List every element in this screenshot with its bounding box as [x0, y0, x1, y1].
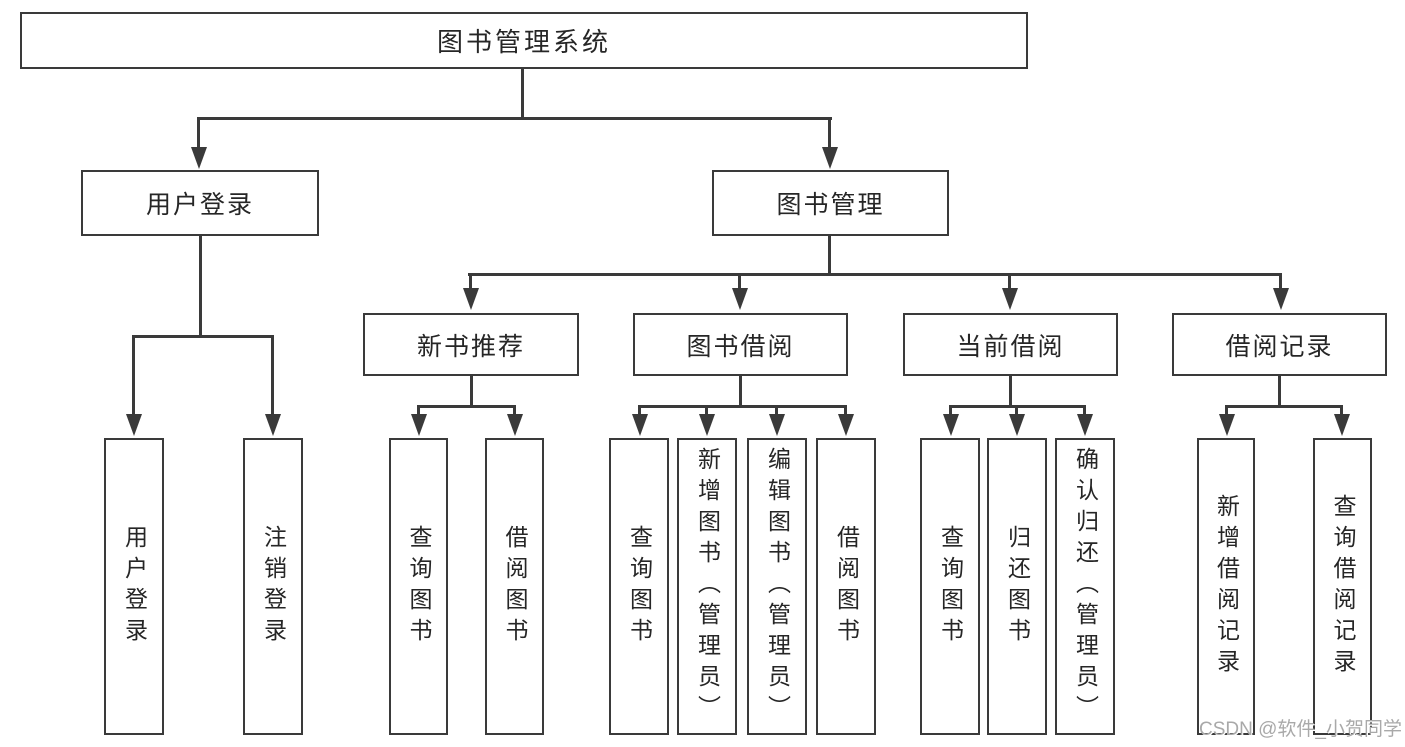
- arrowhead-down-icon: [410, 414, 427, 436]
- connector-arm: [949, 405, 952, 417]
- arrowhead-down-icon: [942, 414, 959, 436]
- arrowhead-down-icon: [125, 414, 142, 436]
- connector-arm: [705, 405, 708, 417]
- connector-records-stem: [1278, 376, 1281, 407]
- connector-records-branch: [1225, 405, 1343, 408]
- node-book-management-branch: 图书管理: [712, 170, 949, 236]
- connector-userlogin-branch: [133, 335, 274, 338]
- leaf-query-books-2: 查询图书: [609, 438, 669, 735]
- arrowhead-down-icon: [631, 414, 648, 436]
- leaf-query-books-1: 查询图书: [389, 438, 448, 735]
- node-current-borrowing: 当前借阅: [903, 313, 1118, 376]
- arrowhead-down-icon: [837, 414, 854, 436]
- arrowhead-down-icon: [264, 414, 281, 436]
- csdn-watermark: CSDN @软件_小贺同学: [1199, 719, 1402, 740]
- connector-arm-user-login: [197, 117, 200, 150]
- leaf-edit-books-admin: 编辑图书（管理员）: [747, 438, 807, 735]
- connector-bookborrow-branch: [638, 405, 847, 408]
- connector-newbook-branch: [417, 405, 515, 408]
- connector-arm: [844, 405, 847, 417]
- connector-bookborrow-stem: [739, 376, 742, 407]
- leaf-borrow-books-2: 借阅图书: [816, 438, 876, 735]
- connector-root-stem: [521, 69, 524, 119]
- connector-arm: [775, 405, 778, 417]
- node-book-borrowing: 图书借阅: [633, 313, 848, 376]
- node-root-library-system: 图书管理系统: [20, 12, 1028, 69]
- connector-arm: [638, 405, 641, 417]
- arrowhead-down-icon: [506, 414, 523, 436]
- arrowhead-down-icon: [190, 147, 207, 169]
- arrowhead-down-icon: [731, 288, 748, 310]
- leaf-add-books-admin: 新增图书（管理员）: [677, 438, 737, 735]
- leaf-confirm-return-admin: 确认归还（管理员）: [1055, 438, 1115, 735]
- node-new-book-recommend: 新书推荐: [363, 313, 579, 376]
- arrowhead-down-icon: [821, 147, 838, 169]
- leaf-query-books-3: 查询图书: [920, 438, 980, 735]
- arrowhead-down-icon: [1008, 414, 1025, 436]
- connector-userlogin-stem: [199, 236, 202, 337]
- arrowhead-down-icon: [1001, 288, 1018, 310]
- arrowhead-down-icon: [1218, 414, 1235, 436]
- leaf-query-borrow-record: 查询借阅记录: [1313, 438, 1372, 735]
- connector-arm: [1015, 405, 1018, 417]
- connector-newbook-stem: [469, 376, 473, 407]
- connector-arm: [417, 405, 420, 417]
- connector-arm-borrow-records: [1279, 273, 1282, 290]
- connector-arm-book-mgmt: [828, 117, 831, 150]
- connector-bookmgmt-branch: [468, 273, 1282, 276]
- connector-arm-book-borrow: [738, 273, 741, 290]
- connector-bookmgmt-stem: [828, 236, 831, 275]
- connector-arm-login: [132, 335, 135, 415]
- leaf-add-borrow-record: 新增借阅记录: [1197, 438, 1255, 735]
- arrowhead-down-icon: [462, 288, 479, 310]
- arrowhead-down-icon: [698, 414, 715, 436]
- connector-root-branch: [197, 117, 832, 120]
- arrowhead-down-icon: [1333, 414, 1350, 436]
- node-borrowing-records: 借阅记录: [1172, 313, 1387, 376]
- connector-arm-logout: [271, 335, 274, 415]
- leaf-logout: 注销登录: [243, 438, 303, 735]
- connector-arm: [1340, 405, 1343, 417]
- arrowhead-down-icon: [1272, 288, 1289, 310]
- connector-arm: [1083, 405, 1086, 417]
- connector-currentborrow-stem: [1009, 376, 1012, 407]
- leaf-return-books: 归还图书: [987, 438, 1047, 735]
- node-user-login-branch: 用户登录: [81, 170, 319, 236]
- leaf-borrow-books-1: 借阅图书: [485, 438, 544, 735]
- connector-arm: [1225, 405, 1228, 417]
- arrowhead-down-icon: [1076, 414, 1093, 436]
- arrowhead-down-icon: [768, 414, 785, 436]
- leaf-user-login: 用户登录: [104, 438, 164, 735]
- connector-arm: [513, 405, 516, 417]
- connector-arm-new-books: [469, 273, 472, 290]
- connector-arm-current-borrow: [1008, 273, 1011, 290]
